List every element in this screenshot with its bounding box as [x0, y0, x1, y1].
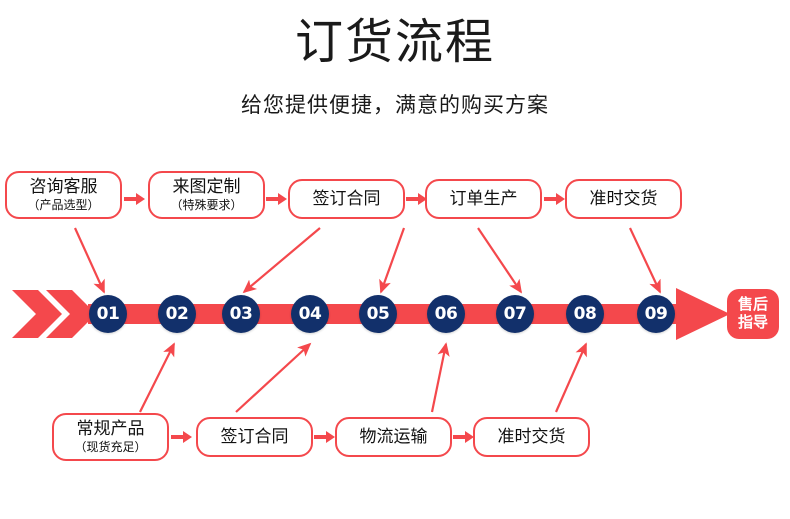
connector-bottom-3: [430, 342, 450, 413]
arrow-right-icon-top-2: [266, 193, 287, 205]
timeline-step-03[interactable]: 03: [222, 295, 260, 333]
top-step-box-2[interactable]: 来图定制 （特殊要求）: [148, 171, 265, 219]
top-step-box-1[interactable]: 咨询客服 （产品选型）: [5, 171, 122, 219]
bottom-step-1-line2: （现货充足）: [74, 440, 147, 454]
bottom-step-box-4[interactable]: 准时交货: [473, 417, 590, 457]
after-sales-badge-line1: 售后: [737, 296, 768, 313]
bottom-step-1-line1: 常规产品: [76, 419, 145, 438]
connector-top-3: [379, 227, 406, 294]
top-step-box-4[interactable]: 订单生产: [425, 179, 542, 219]
connector-top-1: [73, 227, 106, 294]
page-title: 订货流程: [294, 16, 495, 69]
timeline-step-08[interactable]: 08: [566, 295, 604, 333]
arrow-right-icon: [676, 288, 730, 340]
top-step-1-line1: 咨询客服: [29, 177, 98, 196]
arrow-right-icon-top-3: [406, 193, 427, 205]
top-step-box-3[interactable]: 签订合同: [288, 179, 405, 219]
bottom-step-box-2[interactable]: 签订合同: [196, 417, 313, 457]
after-sales-badge[interactable]: 售后 指导: [727, 289, 779, 339]
connector-top-2: [242, 227, 321, 294]
connector-bottom-1: [139, 342, 175, 413]
top-step-4-line1: 订单生产: [449, 189, 518, 208]
connector-bottom-2: [235, 342, 312, 413]
top-step-5-line1: 准时交货: [589, 189, 658, 208]
arrow-right-icon-top-1: [124, 193, 145, 205]
timeline-step-02[interactable]: 02: [158, 295, 196, 333]
connector-top-4: [477, 227, 522, 294]
timeline-step-04[interactable]: 04: [291, 295, 329, 333]
page-subtitle: 给您提供便捷，满意的购买方案: [241, 94, 549, 117]
top-step-2-line2: （特殊要求）: [170, 198, 243, 212]
arrow-right-icon-bottom-3: [453, 431, 474, 443]
arrow-right-icon-top-4: [544, 193, 565, 205]
top-step-2-line1: 来图定制: [172, 177, 241, 196]
bottom-step-2-line1: 签订合同: [220, 427, 289, 446]
bottom-step-4-line1: 准时交货: [497, 427, 566, 446]
timeline-step-09[interactable]: 09: [637, 295, 675, 333]
bottom-step-3-line1: 物流运输: [359, 427, 428, 446]
arrow-right-icon-bottom-2: [314, 431, 335, 443]
timeline-step-05[interactable]: 05: [359, 295, 397, 333]
top-step-3-line1: 签订合同: [312, 189, 381, 208]
arrow-right-icon-bottom-1: [171, 431, 192, 443]
bottom-step-box-1[interactable]: 常规产品 （现货充足）: [52, 413, 169, 461]
top-step-box-5[interactable]: 准时交货: [565, 179, 682, 219]
top-step-1-line2: （产品选型）: [27, 198, 100, 212]
double-chevron-icon: [12, 290, 62, 338]
bottom-step-box-3[interactable]: 物流运输: [335, 417, 452, 457]
timeline-step-01[interactable]: 01: [89, 295, 127, 333]
connector-top-5: [629, 227, 661, 294]
timeline-step-07[interactable]: 07: [496, 295, 534, 333]
connector-bottom-4: [554, 342, 588, 413]
timeline-step-06[interactable]: 06: [427, 295, 465, 333]
after-sales-badge-line2: 指导: [737, 314, 768, 331]
